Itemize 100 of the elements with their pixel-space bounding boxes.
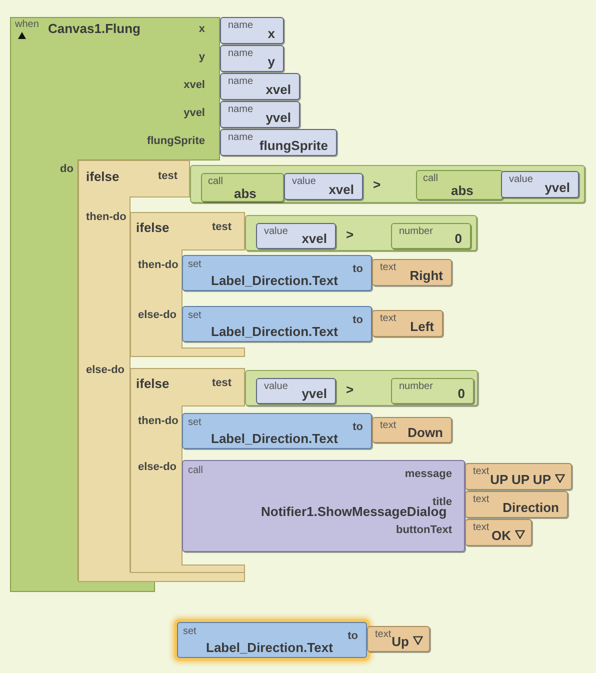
number-block bbox=[391, 378, 474, 404]
block-keyword: value bbox=[264, 227, 288, 237]
parameter-block bbox=[220, 73, 300, 100]
block-title: Notifier1.ShowMessageDialog bbox=[261, 505, 447, 518]
parameter-block bbox=[220, 101, 300, 128]
text-block bbox=[465, 463, 572, 490]
socket-label: test bbox=[212, 378, 232, 389]
block-value: Left bbox=[410, 320, 434, 333]
socket-label: message bbox=[404, 469, 452, 480]
block-title: abs bbox=[451, 184, 474, 197]
operator-sign: > bbox=[346, 228, 354, 241]
socket-label: yvel bbox=[184, 108, 205, 119]
block-keyword: name bbox=[228, 21, 254, 31]
block-value: yvel bbox=[302, 387, 327, 400]
block-title: Label_Direction.Text bbox=[206, 641, 333, 654]
setter-block bbox=[182, 413, 372, 449]
block-value: Right bbox=[410, 269, 443, 282]
block-value: Down bbox=[408, 426, 443, 439]
block-keyword: text bbox=[380, 314, 396, 324]
block-value: y bbox=[268, 55, 275, 68]
text-block bbox=[465, 491, 568, 518]
socket-label: then-do bbox=[86, 212, 126, 223]
value-block bbox=[501, 171, 579, 198]
block-keyword: value bbox=[509, 175, 533, 185]
socket-label: else-do bbox=[138, 310, 177, 321]
block-keyword: value bbox=[292, 177, 316, 187]
block-value: Direction bbox=[502, 501, 559, 514]
block-keyword: name bbox=[228, 49, 254, 59]
socket-label: xvel bbox=[184, 80, 205, 91]
block-keyword: set bbox=[183, 627, 196, 637]
socket-label: to bbox=[352, 422, 363, 433]
block-value: UP UP UP bbox=[490, 473, 551, 486]
parameter-block bbox=[220, 17, 284, 44]
socket-label: do bbox=[60, 164, 74, 175]
block-value: xvel bbox=[328, 183, 354, 196]
value-block bbox=[256, 378, 336, 404]
socket-label: buttonText bbox=[396, 525, 452, 536]
method-call-block bbox=[182, 460, 465, 552]
block-title: abs bbox=[234, 187, 256, 200]
block-keyword: ifelse bbox=[86, 170, 120, 183]
block-keyword: ifelse bbox=[136, 377, 170, 390]
comparison-block bbox=[245, 215, 477, 251]
socket-label: to bbox=[352, 264, 363, 275]
socket-label: title bbox=[432, 497, 452, 508]
setter-block bbox=[177, 622, 367, 658]
block-value: 0 bbox=[454, 232, 462, 245]
block-value: flungSprite bbox=[259, 139, 328, 152]
block-keyword: name bbox=[228, 77, 254, 87]
function-call-block bbox=[201, 173, 284, 202]
parameter-block bbox=[220, 45, 284, 72]
setter-block bbox=[182, 255, 372, 291]
block-title: Canvas1.Flung bbox=[48, 22, 140, 35]
block-keyword: call bbox=[208, 177, 224, 187]
block-keyword: text bbox=[473, 495, 490, 505]
setter-block bbox=[182, 306, 372, 342]
socket-label: x bbox=[198, 24, 205, 35]
parameter-block bbox=[220, 129, 337, 156]
socket-label: then-do bbox=[138, 260, 178, 271]
operator-sign: > bbox=[346, 383, 354, 396]
block-keyword: number bbox=[399, 227, 433, 237]
block-keyword: text bbox=[473, 523, 490, 533]
block-keyword: number bbox=[399, 382, 433, 392]
block-title: Label_Direction.Text bbox=[211, 325, 338, 338]
value-block bbox=[284, 173, 363, 200]
block-keyword: name bbox=[228, 133, 254, 143]
text-block bbox=[372, 259, 452, 286]
block-value: yvel bbox=[544, 181, 570, 194]
block-keyword: when bbox=[15, 20, 39, 30]
text-block bbox=[372, 417, 452, 443]
block-title: Label_Direction.Text bbox=[211, 274, 338, 287]
block-keyword: text bbox=[375, 630, 392, 640]
block-value: OK bbox=[492, 529, 511, 542]
block-keyword: name bbox=[228, 105, 254, 115]
text-block bbox=[372, 310, 443, 337]
block-value: x bbox=[268, 27, 275, 40]
block-keyword: text bbox=[380, 421, 396, 431]
operator-sign: > bbox=[373, 178, 381, 191]
text-block bbox=[367, 626, 430, 652]
socket-label: to bbox=[352, 315, 363, 326]
socket-label: y bbox=[198, 52, 205, 63]
block-value: yvel bbox=[266, 111, 291, 124]
value-block bbox=[256, 223, 336, 249]
block-value: 0 bbox=[458, 387, 465, 400]
block-keyword: ifelse bbox=[136, 221, 170, 234]
socket-label: test bbox=[212, 222, 232, 233]
socket-label: then-do bbox=[138, 416, 178, 427]
socket-label: flungSprite bbox=[146, 136, 205, 147]
block-keyword: text bbox=[380, 263, 396, 273]
block-keyword: value bbox=[264, 382, 288, 392]
block-keyword: text bbox=[473, 467, 490, 477]
block-keyword: set bbox=[188, 418, 202, 428]
block-value: xvel bbox=[302, 232, 327, 245]
function-call-block bbox=[416, 170, 503, 200]
socket-label: else-do bbox=[138, 462, 177, 473]
block-value: xvel bbox=[266, 83, 291, 96]
socket-label: test bbox=[158, 171, 178, 182]
socket-label: else-do bbox=[86, 365, 125, 376]
block-keyword: call bbox=[423, 174, 438, 184]
comparison-block bbox=[245, 370, 478, 406]
comparison-block bbox=[190, 165, 585, 203]
